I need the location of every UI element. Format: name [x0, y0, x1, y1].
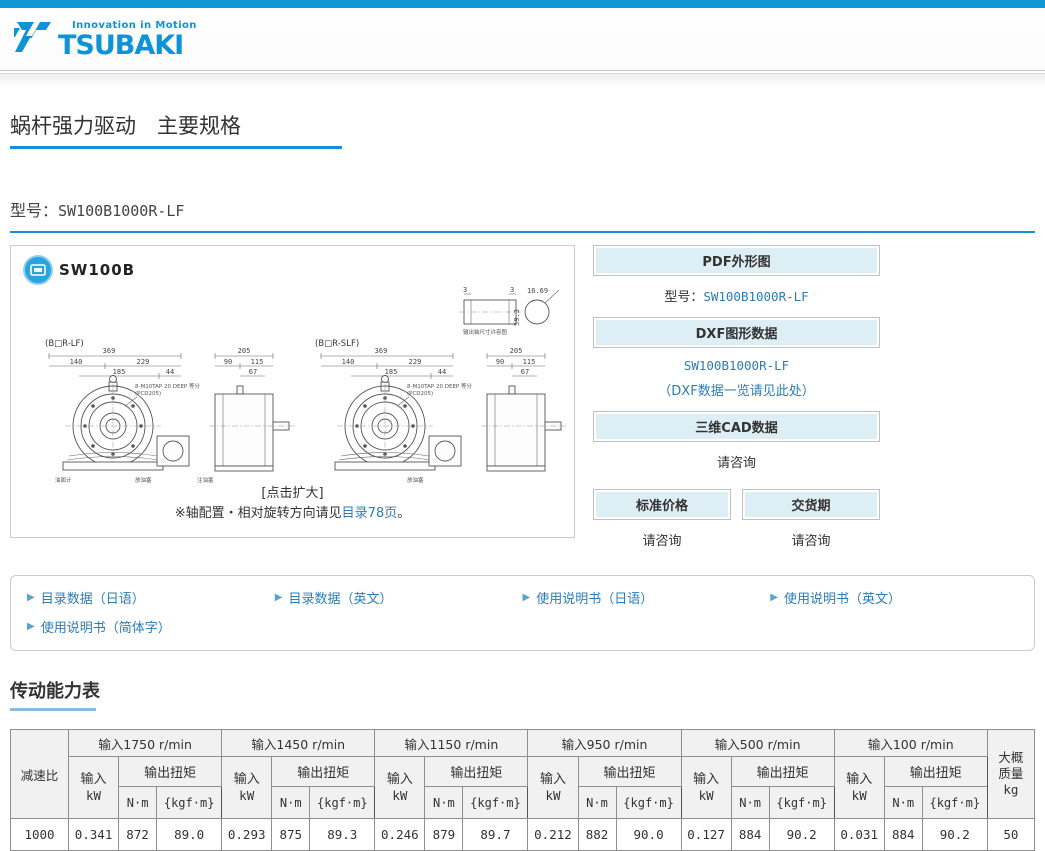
svg-text:放油塞: 放油塞: [407, 476, 424, 484]
svg-text:205: 205: [238, 347, 251, 355]
svg-text:注油塞: 注油塞: [197, 476, 214, 484]
doc-link-catalog-ja[interactable]: ▶目录数据（日语）: [27, 592, 145, 607]
catalog-page-link[interactable]: 目录78页: [341, 506, 398, 522]
col-header-ratio: 减速比: [9, 729, 70, 819]
svg-text:3: 3: [463, 286, 467, 294]
svg-text:8-M10TAP 20 DEEP 等分: 8-M10TAP 20 DEEP 等分: [135, 382, 200, 390]
logo-tagline: Innovation in Motion: [72, 20, 197, 31]
top-accent-bar: [0, 0, 1045, 8]
svg-text:115: 115: [251, 358, 264, 366]
svg-text:8-M10TAP 20 DEEP 等分: 8-M10TAP 20 DEEP 等分: [407, 382, 472, 390]
svg-text:油面计: 油面计: [55, 476, 72, 484]
dxf-list-link[interactable]: （DXF数据一览请见此处）: [658, 384, 815, 399]
svg-text:140: 140: [342, 358, 355, 366]
cell-weight: 50: [986, 818, 1036, 851]
svg-text:115: 115: [523, 358, 536, 366]
variant-left-label: (B□R-LF): [45, 339, 84, 349]
tsubaki-logo-icon: [14, 22, 51, 52]
shaft-detail: 3 3 16.69 59.3 输出轴尺寸许容图: [459, 286, 560, 336]
cad-value: 请咨询: [716, 456, 756, 471]
svg-text:(PCD205): (PCD205): [135, 391, 161, 397]
doc-link-manual-en[interactable]: ▶使用说明书（英文）: [770, 592, 901, 607]
capacity-table-title: 传动能力表: [10, 681, 100, 702]
svg-text:90: 90: [496, 358, 504, 366]
doc-link-manual-ja[interactable]: ▶使用说明书（日语）: [522, 592, 654, 607]
shaft-note: 输出轴尺寸许容图: [463, 328, 508, 336]
doc-link-manual-cn[interactable]: ▶使用说明书（简体字）: [27, 621, 171, 636]
svg-text:放油塞: 放油塞: [135, 476, 152, 484]
delivery-header-bar: 交货期: [742, 489, 880, 520]
model-value: SW100B1000R-LF: [58, 202, 185, 220]
svg-text:229: 229: [137, 358, 150, 366]
dxf-header-bar: DXF图形数据: [593, 317, 880, 348]
cad-header-bar: 三维CAD数据: [593, 411, 880, 442]
col-header-torque: 输出扭矩: [118, 756, 223, 787]
model-line: 型号：SW100B1000R-LF: [10, 197, 1035, 221]
drawing-product-label: SW100B: [59, 261, 136, 279]
download-panel: PDF外形图 型号：SW100B1000R-LF DXF图形数据 SW100B1…: [593, 245, 880, 561]
unit-kgfm: {kgf·m}: [156, 786, 223, 819]
svg-text:44: 44: [166, 368, 174, 376]
col-header-speed-100: 输入100 r/min: [833, 729, 988, 757]
arrow-icon: ▶: [770, 592, 778, 603]
click-enlarge-label: [点击扩大]: [261, 486, 324, 501]
capacity-table: 减速比 输入1750 r/min 输入1450 r/min 输入1150 r/m…: [9, 729, 1036, 851]
price-header-bar: 标准价格: [593, 489, 731, 520]
col-header-speed-1750: 输入1750 r/min: [68, 729, 223, 757]
arrow-icon: ▶: [27, 621, 35, 632]
svg-text:3: 3: [510, 286, 514, 294]
model-label: 型号：: [10, 201, 59, 220]
view-group-left: 369 140 229 185 44: [48, 347, 295, 484]
svg-text:369: 369: [103, 347, 116, 355]
svg-text:(PCD205): (PCD205): [407, 391, 433, 397]
svg-text:44: 44: [438, 368, 446, 376]
rotation-note: ※轴配置・相对旋转方向请见目录78页。: [174, 506, 411, 522]
svg-text:185: 185: [385, 368, 398, 376]
table-row: 1000 0.341 872 89.0 0.293 875 89.3 0.246…: [9, 818, 1036, 851]
svg-text:16.69: 16.69: [527, 287, 548, 295]
view-group-right: 369 140 229 185 44: [320, 347, 566, 484]
cell-ratio: 1000: [9, 818, 70, 851]
dxf-model-link[interactable]: SW100B1000R-LF: [683, 358, 790, 373]
svg-text:67: 67: [249, 368, 257, 376]
site-header: Innovation in Motion TSUBAKI: [0, 8, 1045, 70]
svg-text:67: 67: [521, 368, 529, 376]
enlarge-icon[interactable]: [23, 255, 53, 285]
pdf-model-line: 型号：SW100B1000R-LF: [664, 289, 809, 305]
svg-text:369: 369: [375, 347, 388, 355]
model-underline: [10, 231, 1035, 233]
document-links-box: ▶目录数据（日语） ▶目录数据（英文） ▶使用说明书（日语） ▶使用说明书（英文…: [10, 575, 1035, 651]
arrow-icon: ▶: [27, 592, 35, 603]
arrow-icon: ▶: [522, 592, 531, 603]
col-header-speed-500: 输入500 r/min: [680, 729, 835, 757]
svg-text:59.3: 59.3: [513, 309, 521, 326]
delivery-value: 请咨询: [791, 534, 831, 549]
svg-text:90: 90: [224, 358, 232, 366]
main-content: 蜗杆强力驱动 主要规格 型号：SW100B1000R-LF SW100B (B□…: [0, 88, 1045, 851]
tsubaki-logo[interactable]: Innovation in Motion TSUBAKI: [14, 16, 197, 60]
svg-text:185: 185: [113, 368, 126, 376]
technical-drawing[interactable]: (B□R-LF) (B□R-SLF) 3 3 16.69 59.3 输: [19, 286, 566, 486]
arrow-icon: ▶: [274, 592, 283, 603]
header-divider: [0, 70, 1045, 74]
title-underline: [10, 146, 342, 149]
doc-link-catalog-en[interactable]: ▶目录数据（英文）: [274, 592, 393, 607]
price-value: 请咨询: [642, 534, 682, 549]
drawing-panel: SW100B (B□R-LF) (B□R-SLF) 3 3: [10, 245, 575, 538]
col-header-speed-1450: 输入1450 r/min: [221, 729, 376, 757]
variant-right-label: (B□R-SLF): [315, 339, 359, 349]
logo-brand: TSUBAKI: [58, 30, 184, 61]
page-title: 蜗杆强力驱动 主要规格: [10, 114, 241, 138]
col-header-speed-1150: 输入1150 r/min: [374, 729, 529, 757]
svg-text:140: 140: [70, 358, 83, 366]
pdf-header-bar: PDF外形图: [593, 245, 880, 276]
svg-text:229: 229: [409, 358, 422, 366]
pdf-model-link[interactable]: SW100B1000R-LF: [703, 289, 809, 304]
col-header-speed-950: 输入950 r/min: [527, 729, 682, 757]
svg-text:205: 205: [510, 347, 523, 355]
unit-nm: N·m: [118, 786, 158, 819]
capacity-title-underline: [10, 708, 96, 711]
